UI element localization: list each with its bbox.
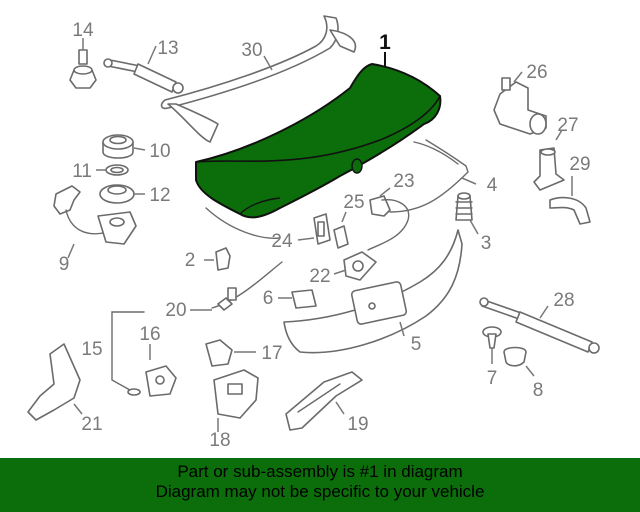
part-9-hinge[interactable] bbox=[53, 185, 137, 245]
callout-22: 22 bbox=[309, 266, 330, 287]
part-25-switch[interactable] bbox=[333, 225, 349, 249]
part-27-striker[interactable] bbox=[533, 147, 565, 191]
callout-14: 14 bbox=[72, 20, 94, 41]
callout-numbers: 1 14 13 30 10 11 12 9 4 26 27 29 3 23 25… bbox=[59, 20, 591, 451]
part-11-washer[interactable] bbox=[105, 164, 129, 176]
part-21-bracket[interactable] bbox=[27, 343, 81, 421]
part-14-bump-stop[interactable] bbox=[69, 49, 97, 89]
callout-17: 17 bbox=[261, 343, 282, 364]
callout-20: 20 bbox=[165, 300, 186, 321]
callout-9: 9 bbox=[59, 254, 70, 275]
callout-3: 3 bbox=[481, 233, 492, 254]
part-17-bracket[interactable] bbox=[205, 339, 233, 367]
part-8-cap[interactable] bbox=[503, 346, 527, 367]
part-13-gas-strut[interactable] bbox=[103, 58, 184, 94]
callout-1: 1 bbox=[379, 31, 391, 54]
part-22-lock-cylinder[interactable] bbox=[343, 251, 377, 281]
callout-18: 18 bbox=[209, 430, 230, 451]
callout-lines bbox=[67, 38, 573, 432]
part-29-bracket[interactable] bbox=[549, 196, 591, 225]
callout-29: 29 bbox=[569, 154, 590, 175]
callout-25: 25 bbox=[343, 192, 364, 213]
callout-15: 15 bbox=[81, 339, 102, 360]
part-1-deck-lid[interactable] bbox=[195, 63, 442, 219]
callout-21: 21 bbox=[81, 414, 102, 435]
part-2-clip[interactable] bbox=[215, 247, 231, 271]
part-5-garnish[interactable] bbox=[283, 229, 463, 354]
part-30-spoiler[interactable] bbox=[160, 15, 357, 143]
part-24-bracket[interactable] bbox=[313, 213, 331, 245]
part-23-latch[interactable] bbox=[367, 195, 410, 251]
part-12-cap[interactable] bbox=[99, 184, 135, 204]
part-7-push-pin[interactable] bbox=[482, 326, 502, 349]
part-15-wire[interactable] bbox=[111, 311, 145, 396]
callout-16: 16 bbox=[139, 324, 160, 345]
callout-23: 23 bbox=[393, 171, 414, 192]
callout-19: 19 bbox=[347, 414, 368, 435]
part-16-switch[interactable] bbox=[145, 365, 177, 397]
callout-11: 11 bbox=[72, 161, 92, 182]
part-3-bump-stop[interactable] bbox=[455, 192, 473, 221]
callout-30: 30 bbox=[241, 40, 262, 61]
part-20-release-cable[interactable] bbox=[211, 261, 283, 311]
info-banner: Part or sub-assembly is #1 in diagram Di… bbox=[0, 458, 640, 512]
callout-8: 8 bbox=[533, 380, 544, 401]
part-28-gas-strut[interactable] bbox=[479, 297, 600, 354]
part-19-handle[interactable] bbox=[285, 371, 363, 431]
callout-13: 13 bbox=[157, 38, 178, 59]
callout-5: 5 bbox=[411, 334, 422, 355]
callout-7: 7 bbox=[487, 368, 498, 389]
callout-24: 24 bbox=[271, 231, 293, 252]
callout-12: 12 bbox=[149, 185, 170, 206]
banner-line-1: Part or sub-assembly is #1 in diagram bbox=[177, 462, 463, 481]
callout-10: 10 bbox=[149, 141, 170, 162]
part-26-actuator[interactable] bbox=[493, 77, 547, 135]
part-18-latch-assembly[interactable] bbox=[213, 369, 259, 419]
callout-26: 26 bbox=[526, 62, 547, 83]
callout-2: 2 bbox=[185, 250, 196, 271]
callout-4: 4 bbox=[487, 175, 498, 196]
callout-28: 28 bbox=[553, 290, 574, 311]
part-6-plug[interactable] bbox=[291, 289, 317, 309]
banner-line-2: Diagram may not be specific to your vehi… bbox=[155, 482, 485, 501]
part-4-weatherstrip[interactable] bbox=[205, 139, 469, 239]
callout-27: 27 bbox=[557, 115, 578, 136]
part-10-grommet[interactable] bbox=[102, 134, 134, 159]
diagram-canvas: 1 14 13 30 10 11 12 9 4 26 27 29 3 23 25… bbox=[27, 15, 600, 451]
callout-6: 6 bbox=[263, 288, 274, 309]
